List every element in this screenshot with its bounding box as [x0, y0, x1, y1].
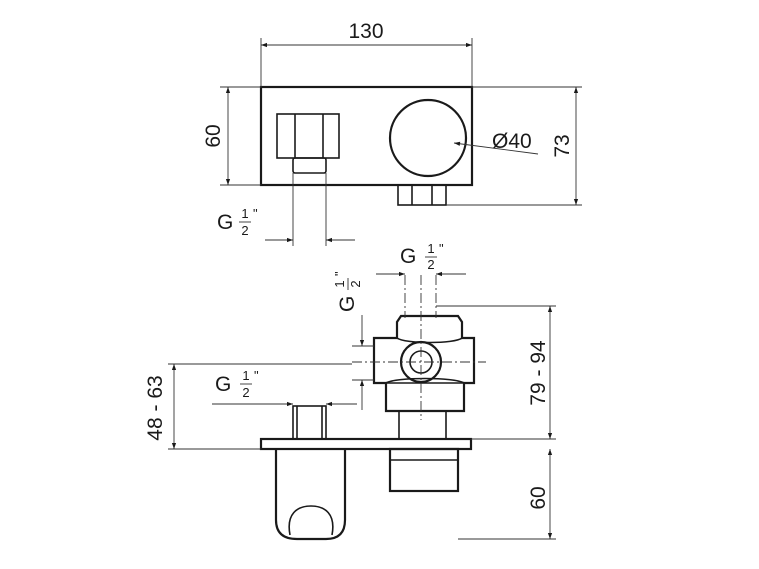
top-view: 130 60 73 Ø40 G 1 2 "	[202, 20, 582, 246]
dim-height: 60	[202, 124, 225, 147]
top-spout	[276, 113, 340, 159]
valve-neck	[398, 410, 447, 440]
wall-plate	[259, 437, 473, 451]
svg-text:1: 1	[242, 368, 249, 383]
cartridge	[388, 447, 460, 493]
top-knob	[388, 98, 468, 178]
dim-diameter-leader	[453, 141, 539, 155]
svg-text:1: 1	[427, 241, 434, 256]
thread-label-outlet: G 1 2 "	[215, 368, 259, 400]
svg-text:2: 2	[427, 257, 434, 272]
top-body	[259, 85, 474, 187]
top-outlet	[292, 157, 327, 174]
outlet-stub	[292, 405, 327, 440]
svg-text:G: G	[217, 211, 233, 234]
svg-text:G: G	[336, 296, 359, 312]
top-connector	[397, 184, 447, 206]
dim-plate-height: 60	[527, 486, 550, 509]
dim-diameter: Ø40	[492, 130, 532, 153]
shower-holder	[274, 449, 347, 541]
svg-text:": "	[254, 368, 259, 383]
side-view: G 1 2 " G 1 2 " G 1 2 "	[144, 241, 556, 541]
thread-label-valve-side: G 1 2 "	[332, 271, 363, 312]
thread-label-valve-top: G 1 2 "	[400, 241, 444, 272]
svg-text:2: 2	[348, 280, 363, 287]
dim-depth-range: 79 - 94	[527, 340, 550, 406]
dim-outlet-range: 48 - 63	[144, 375, 167, 440]
dim-overall-height: 73	[551, 134, 574, 157]
thread-label-top: G 1 2 "	[217, 206, 258, 238]
svg-text:1: 1	[332, 280, 347, 287]
svg-text:G: G	[215, 373, 231, 396]
svg-text:2: 2	[242, 385, 249, 400]
svg-text:2: 2	[241, 223, 248, 238]
svg-text:": "	[332, 271, 347, 276]
valve-body	[372, 314, 476, 413]
svg-text:": "	[253, 206, 258, 221]
svg-text:": "	[439, 241, 444, 256]
svg-text:G: G	[400, 245, 416, 268]
svg-text:1: 1	[241, 206, 248, 221]
dim-width: 130	[348, 20, 383, 43]
